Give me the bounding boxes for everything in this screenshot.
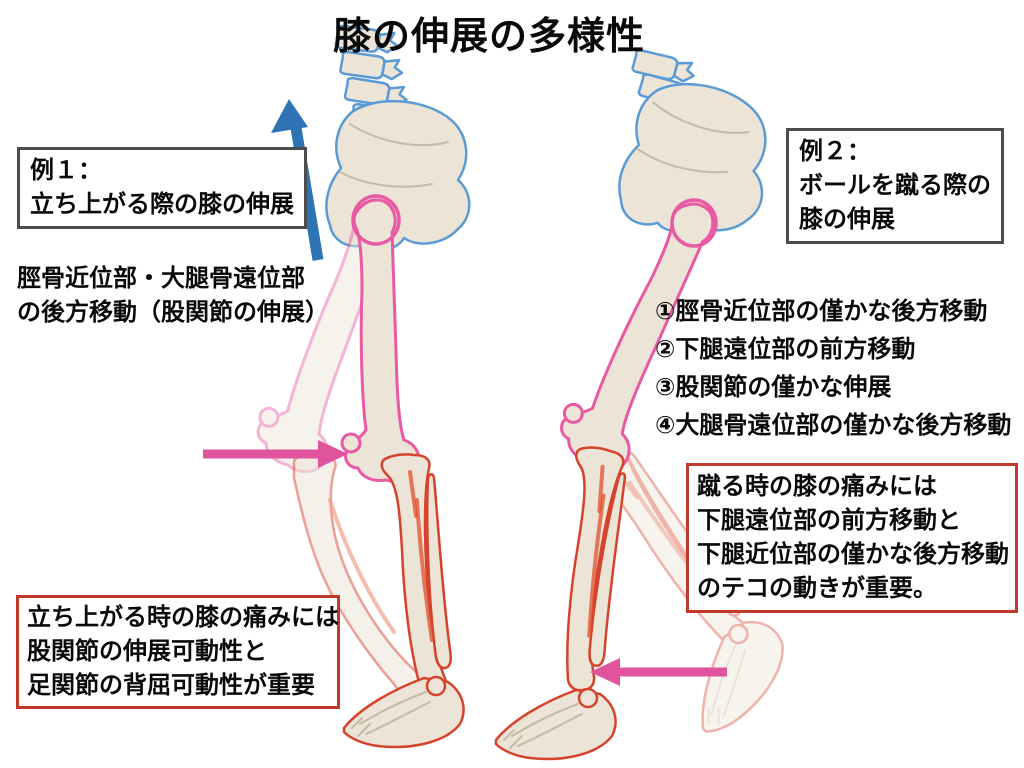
step-2: ②下腿遠位部の前方移動 bbox=[655, 336, 916, 363]
example1-description-line1: 脛骨近位部・大腿骨遠位部 bbox=[17, 265, 305, 292]
left-hip-joint-ring bbox=[351, 194, 401, 246]
example2-label-line1: 例２： bbox=[799, 138, 871, 165]
kicking-pain-note-box: 蹴る時の膝の痛みには 下腿遠位部の前方移動と 下腿近位部の僅かな後方移動 のテコ… bbox=[686, 463, 1018, 613]
example1-label-line2: 立ち上がる際の膝の伸展 bbox=[30, 191, 294, 218]
left-foot bbox=[342, 675, 465, 749]
right-foot bbox=[494, 687, 617, 761]
step-4: ④大腿骨遠位部の僅かな後方移動 bbox=[655, 412, 1012, 439]
standing-pain-line3: 足関節の背屈可動性が重要 bbox=[27, 672, 315, 699]
standing-pain-note-box: 立ち上がる時の膝の痛みには 股関節の伸展可動性と 足関節の背屈可動性が重要 bbox=[16, 595, 340, 709]
example1-description: 脛骨近位部・大腿骨遠位部 の後方移動（股関節の伸展） bbox=[17, 262, 329, 330]
step-3: ③股関節の僅かな伸展 bbox=[655, 374, 892, 401]
example2-label-line2: ボールを蹴る際の bbox=[799, 172, 991, 199]
right-hip-joint-ring bbox=[670, 198, 718, 248]
kicking-pain-line2: 下腿遠位部の前方移動と bbox=[697, 507, 961, 534]
example1-description-line2: の後方移動（股関節の伸展） bbox=[17, 299, 329, 326]
left-skeleton bbox=[244, 22, 471, 749]
kicking-pain-line1: 蹴る時の膝の痛みには bbox=[697, 473, 937, 500]
standing-pain-line1: 立ち上がる時の膝の痛みには bbox=[27, 604, 339, 631]
kicking-pain-line4: のテコの動きが重要。 bbox=[697, 575, 937, 602]
shank-forward-arrow-icon bbox=[590, 658, 727, 686]
kicking-pain-line3: 下腿近位部の僅かな後方移動 bbox=[697, 541, 1009, 568]
example1-label-line1: 例１： bbox=[30, 157, 102, 184]
step-1: ①脛骨近位部の僅かな後方移動 bbox=[655, 298, 988, 325]
example2-label-line3: 膝の伸展 bbox=[799, 206, 895, 233]
example1-label-box: 例１： 立ち上がる際の膝の伸展 bbox=[17, 147, 307, 229]
right-skeleton bbox=[494, 47, 803, 761]
page-title: 膝の伸展の多様性 bbox=[333, 16, 646, 58]
standing-pain-line2: 股関節の伸展可動性と bbox=[27, 638, 267, 665]
example2-steps: ①脛骨近位部の僅かな後方移動 ②下腿遠位部の前方移動 ③股関節の僅かな伸展 ④大… bbox=[655, 293, 1011, 445]
knee-backward-arrow-icon bbox=[203, 440, 348, 468]
example2-label-box: 例２： ボールを蹴る際の 膝の伸展 bbox=[786, 128, 1004, 244]
